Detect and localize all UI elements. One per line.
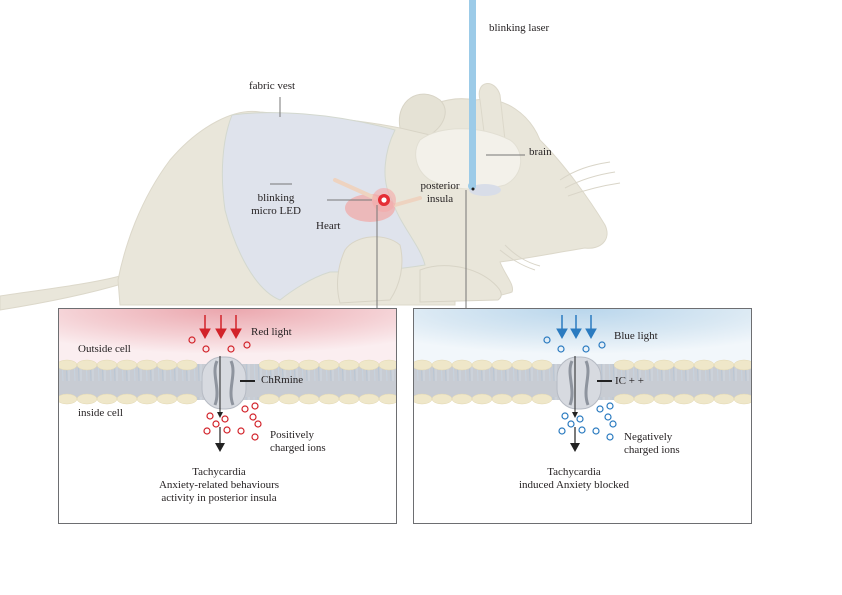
red-light-panel: Red light Outside cell ChRmine inside ce…	[58, 308, 397, 524]
negative-ions-label: Negatively charged ions	[624, 431, 680, 456]
fabric-vest-label: fabric vest	[249, 80, 296, 92]
rat-ear	[398, 93, 446, 136]
rat-illustration	[0, 0, 621, 311]
leader-lines	[270, 97, 525, 308]
negative-ions	[543, 336, 617, 441]
blue-light-panel: Blue light IC + + Negatively charged ion…	[413, 308, 752, 524]
posterior-insula-label: posterior insula	[420, 180, 460, 205]
blue-outcome-text: Tachycardia induced Anxiety blocked	[519, 466, 629, 491]
blue-light-arrows	[556, 315, 597, 340]
blue-panel-graphic	[414, 309, 751, 452]
positive-ions-label: Positively charged ions	[270, 429, 326, 454]
lipid-heads	[414, 359, 751, 405]
chrmine-label: ChRmine	[261, 374, 304, 386]
heart-label: Heart	[316, 220, 341, 232]
rat-ear-2	[478, 83, 506, 141]
chrmine-channel	[201, 356, 247, 410]
brain-label: brain	[529, 146, 552, 158]
blue-light-label: Blue light	[614, 330, 658, 342]
red-light-arrows	[199, 315, 242, 340]
vessels	[333, 178, 422, 207]
red-outcome-text: Tachycardia Anxiety-related behaviours a…	[158, 466, 280, 504]
blinking-laser-label: blinking laser	[489, 22, 550, 34]
posterior-insula-region	[469, 184, 501, 196]
red-light-label: Red light	[251, 326, 292, 338]
lipid-heads	[59, 359, 396, 405]
outside-cell-label: Outside cell	[78, 343, 131, 355]
laser-tip-dot	[471, 187, 475, 191]
inside-cell-label: inside cell	[78, 407, 123, 419]
blinking-micro-led-label: blinking micro LED	[251, 192, 301, 217]
ic-channel	[556, 356, 602, 410]
rat-front-leg	[337, 236, 403, 304]
rat-front-paw	[419, 265, 502, 303]
whiskers	[499, 161, 621, 271]
positive-ions	[188, 336, 262, 441]
ic-label: IC + +	[615, 375, 644, 387]
laser-fiber	[469, 0, 476, 186]
red-panel-graphic	[59, 309, 396, 452]
rat-tail	[0, 275, 126, 311]
